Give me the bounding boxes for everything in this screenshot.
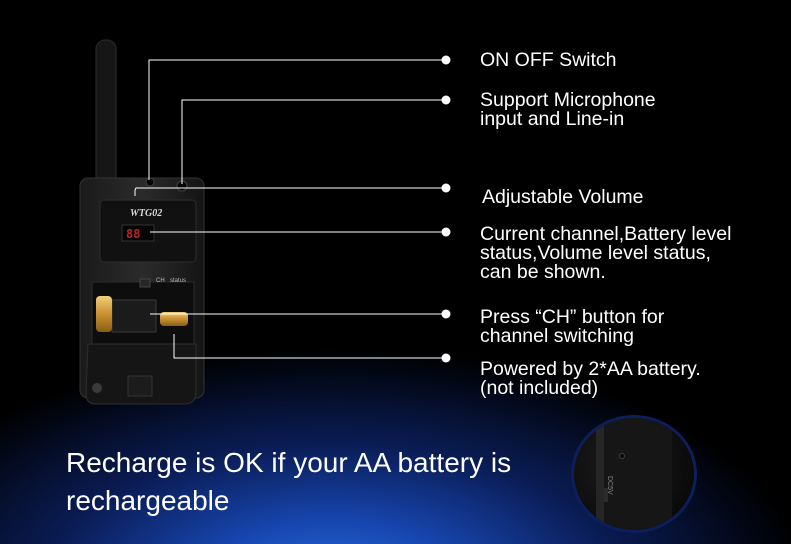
battery-right xyxy=(160,312,188,326)
callout-line-mic xyxy=(181,99,446,184)
callout-mic-input: Support Microphone input and Line-in xyxy=(480,89,656,130)
callout-on-off: ON OFF Switch xyxy=(480,49,617,71)
antenna xyxy=(95,39,117,189)
door-clip xyxy=(127,375,153,397)
headline-recharge: Recharge is OK if your AA battery is rec… xyxy=(66,447,512,516)
side-detail-inset xyxy=(574,418,694,530)
led-display xyxy=(121,224,155,242)
device-button-label: CH xyxy=(156,278,165,284)
battery-left xyxy=(96,296,112,332)
callout-ch-button: Press “CH” button for channel switching xyxy=(480,306,665,347)
ch-button xyxy=(139,278,151,288)
device-model: WTG02 xyxy=(130,208,162,219)
callout-line-battery xyxy=(173,334,446,359)
side-detail-label: DC5V xyxy=(606,476,613,495)
device-display-digits: 88 xyxy=(126,227,140,241)
callout-line-volume xyxy=(134,187,446,196)
device-status-label: status xyxy=(170,278,186,284)
callout-volume: Adjustable Volume xyxy=(482,186,644,208)
battery-door xyxy=(85,343,197,405)
callout-display: Current channel,Battery level status,Vol… xyxy=(480,223,732,283)
callout-lines xyxy=(134,59,446,359)
door-screw xyxy=(92,383,102,393)
callout-dots xyxy=(441,55,451,363)
pcb xyxy=(111,299,157,333)
power-switch xyxy=(145,177,155,187)
callout-battery: Powered by 2*AA battery. (not included) xyxy=(480,358,701,399)
callout-line-on-off xyxy=(148,59,446,180)
side-detail-illustration xyxy=(596,418,672,530)
